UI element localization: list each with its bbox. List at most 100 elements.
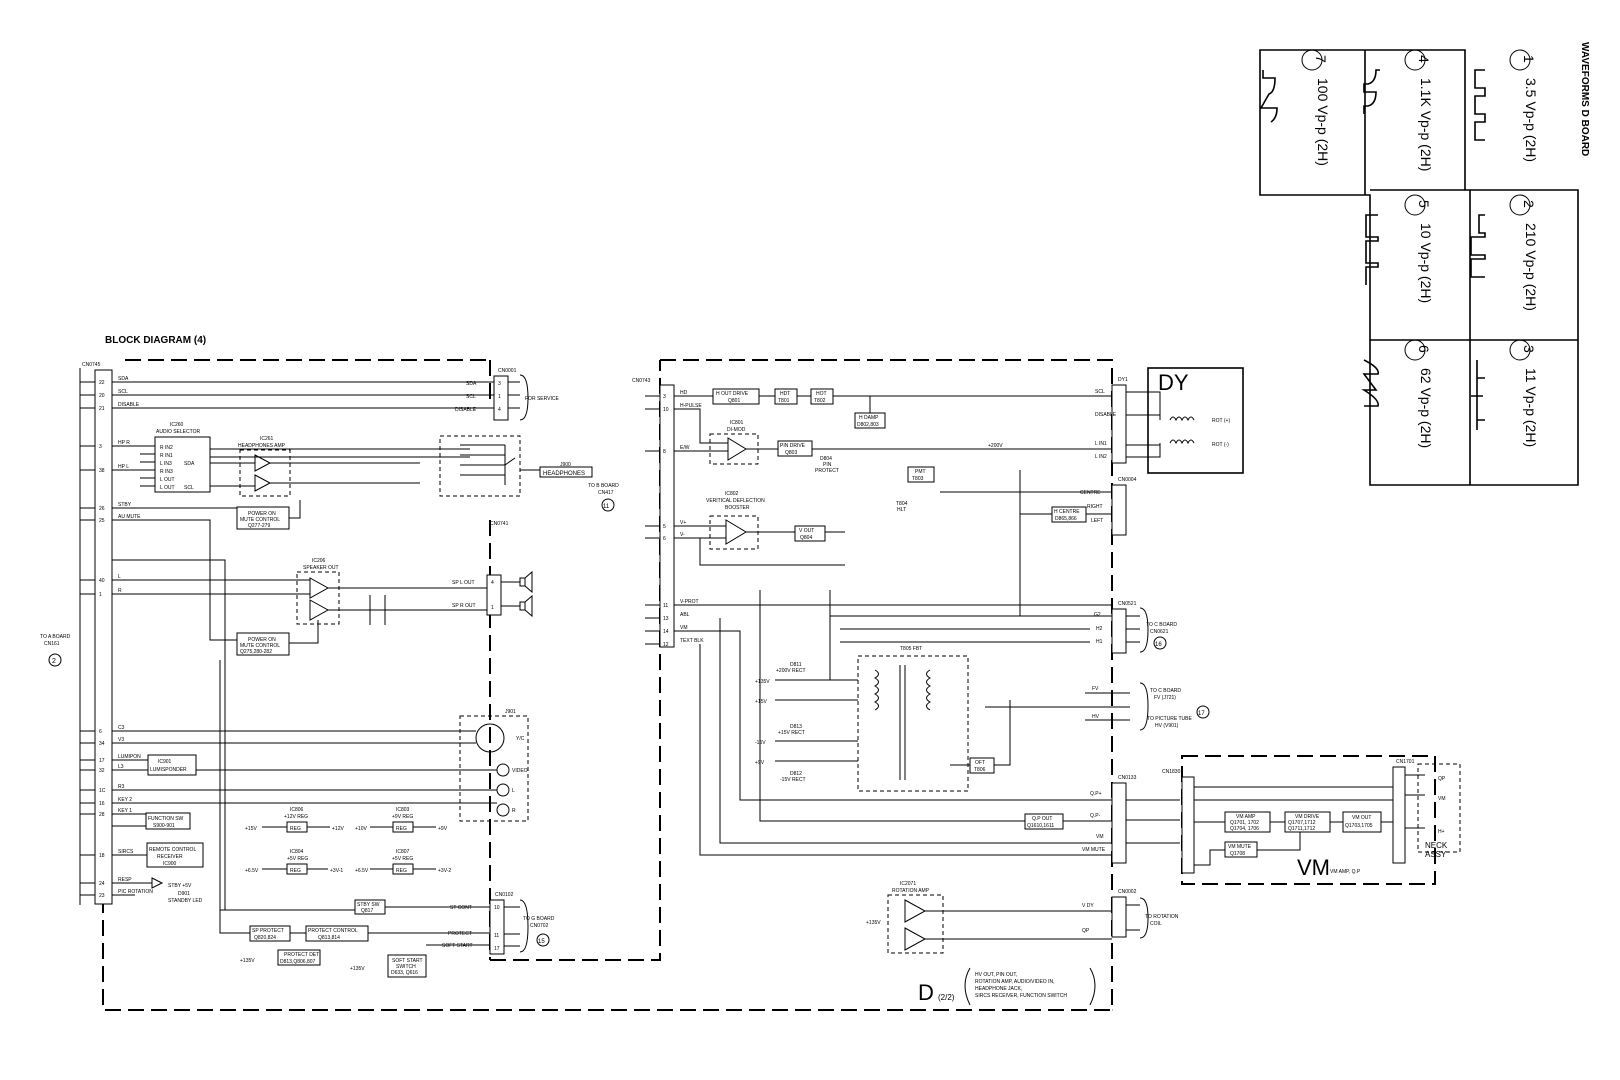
svg-text:SDA: SDA [466,381,477,387]
svg-text:CN0004: CN0004 [1118,477,1137,483]
cn0745-pin-number: 20 [99,393,105,399]
waveform-number: 3 [1521,345,1537,353]
svg-text:LUMISPONDER: LUMISPONDER [150,767,187,773]
waveform-trace [1259,70,1278,123]
svg-text:Q1703,1705: Q1703,1705 [1345,823,1373,829]
neck-assy: QP VM H+ NECK ASSY [1405,763,1461,859]
svg-text:ROT (-): ROT (-) [1212,442,1229,448]
ic901-lumisponder: IC901 LUMISPONDER [147,754,197,776]
cn0745-signal-label: HP R [118,440,130,446]
ic261-headphones-amp: IC261 HEADPHONES AMP [238,436,291,497]
svg-text:POWER ON: POWER ON [248,511,276,517]
cn0743-pin-number: 3 [663,394,666,400]
protect-det: PROTECT DET D813,Q806,807 +135V [240,949,321,966]
power-on-mute-control-1: POWER ON MUTE CONTROL Q277-279 [236,506,290,530]
soft-start-switch: SOFT START SWITCH D633, Q616 +135V [350,954,427,978]
svg-text:NECK: NECK [1425,841,1448,850]
h-damp: H DAMP D802,803 [854,412,886,429]
waveform-number: 6 [1416,345,1432,353]
cn0743-signal-label: HD [680,390,688,396]
svg-text:OFT: OFT [975,760,985,766]
svg-text:STBY SW: STBY SW [357,902,380,908]
svg-text:R: R [512,808,516,814]
svg-text:Q1704, 1706: Q1704, 1706 [1230,826,1259,832]
svg-text:FV: FV [1092,686,1099,692]
svg-text:IC261: IC261 [260,436,274,442]
vm-out-block: VM OUT Q1703,1705 [1342,811,1382,833]
cn0745-signal-label: R [118,588,122,594]
connector-cn0745: CN0745 [79,362,113,905]
cn0743-signal-label: ABL [680,612,690,618]
svg-text:STBY +5V: STBY +5V [168,883,192,889]
connector-cn0001: CN0001 3 1 4 SDA SCL DISABLE FOR SERVICE [455,368,559,421]
svg-text:Q820,824: Q820,824 [254,935,276,941]
waveform-number-circle [1404,339,1426,361]
svg-text:+12V REG: +12V REG [284,814,308,820]
svg-text:TO PICTURE TUBE: TO PICTURE TUBE [1147,716,1192,722]
svg-text:REG: REG [290,868,301,874]
svg-text:REG: REG [396,868,407,874]
cn0745-pin-number: 3 [99,444,102,450]
protect-control: PROTECT CONTROL Q813,814 [305,925,369,942]
cn0745-signal-label: AU MUTE [118,514,141,520]
svg-text:D633, Q616: D633, Q616 [391,970,418,976]
svg-text:D811: D811 [790,662,802,668]
cn0745-signal-label: KEY 1 [118,808,132,814]
svg-text:+135V: +135V [866,920,881,926]
svg-text:TO G BOARD: TO G BOARD [523,916,555,922]
svg-text:T802: T802 [814,398,826,404]
cn0743-signal-label: VM [680,625,688,631]
cn0745-signal-label: STBY [118,502,132,508]
cn0745-signal-label: V3 [118,737,124,743]
svg-text:CN0002: CN0002 [1118,889,1137,895]
svg-text:TO A BOARD: TO A BOARD [40,634,71,640]
cn0743-pin-number: 12 [663,642,669,648]
svg-text:16: 16 [1155,642,1162,648]
svg-text:T805 FBT: T805 FBT [900,646,922,652]
waveform-number-circle [1509,339,1531,361]
cn0745-pin-number: 28 [99,812,105,818]
svg-text:DISABLE: DISABLE [1095,412,1117,418]
svg-text:D865,866: D865,866 [1055,516,1077,522]
svg-text:HEADPHONE JACK,: HEADPHONE JACK, [975,986,1022,992]
svg-text:CN417: CN417 [598,490,614,496]
waveform-number: 4 [1416,55,1432,63]
svg-text:VM: VM [1297,855,1330,880]
cn0743-pin-number: 10 [663,407,669,413]
svg-text:+15V RECT: +15V RECT [778,730,805,736]
svg-text:IC801: IC801 [730,420,744,426]
svg-text:BOOSTER: BOOSTER [725,505,750,511]
pmt-t803: PMT T803 T804 HLT +200V [896,443,1003,513]
cn0745-pin-number: 24 [99,881,105,887]
flyback-t805: T805 FBT [857,646,969,792]
headphone-jack-j900: J900 HEADPHONES TO B BOARD CN417 11 [439,435,619,512]
waveform-number-circle [1404,49,1426,71]
svg-text:DISABLE: DISABLE [455,407,477,413]
ic802-vert-booster: IC802 VERITICAL DEFLECTION BOOSTER [706,491,765,550]
cn0745-signal-label: L [118,574,121,580]
cn0743-pin-number: 13 [663,616,669,622]
svg-text:D813: D813 [790,724,802,730]
waveform-number-circle [1301,49,1323,71]
svg-text:STANDBY LED: STANDBY LED [168,898,203,904]
svg-text:REG: REG [396,826,407,832]
qp-out: Q.P OUT Q1610,1611 [1024,813,1064,830]
svg-text:Q817: Q817 [361,908,373,914]
svg-text:Q801: Q801 [728,398,740,404]
cn0743-signal-label: TEXT BLK [680,638,704,644]
svg-text:HDT: HDT [780,391,790,397]
svg-text:L IN3: L IN3 [160,461,172,467]
svg-text:+135V: +135V [350,966,365,972]
svg-text:Q803: Q803 [785,450,797,456]
cn0745-pin-number: 23 [99,893,105,899]
svg-text:10: 10 [494,905,500,911]
h-centre: H CENTRE D865,866 [1051,506,1087,523]
svg-text:HEADPHONES: HEADPHONES [543,471,585,477]
svg-text:HV: HV [1092,714,1100,720]
svg-text:D812: D812 [790,771,802,777]
regulator-ic807: IC807 +5V REG REG +6.5V +3V-2 [355,849,451,875]
svg-text:D813,Q806,807: D813,Q806,807 [280,959,316,965]
